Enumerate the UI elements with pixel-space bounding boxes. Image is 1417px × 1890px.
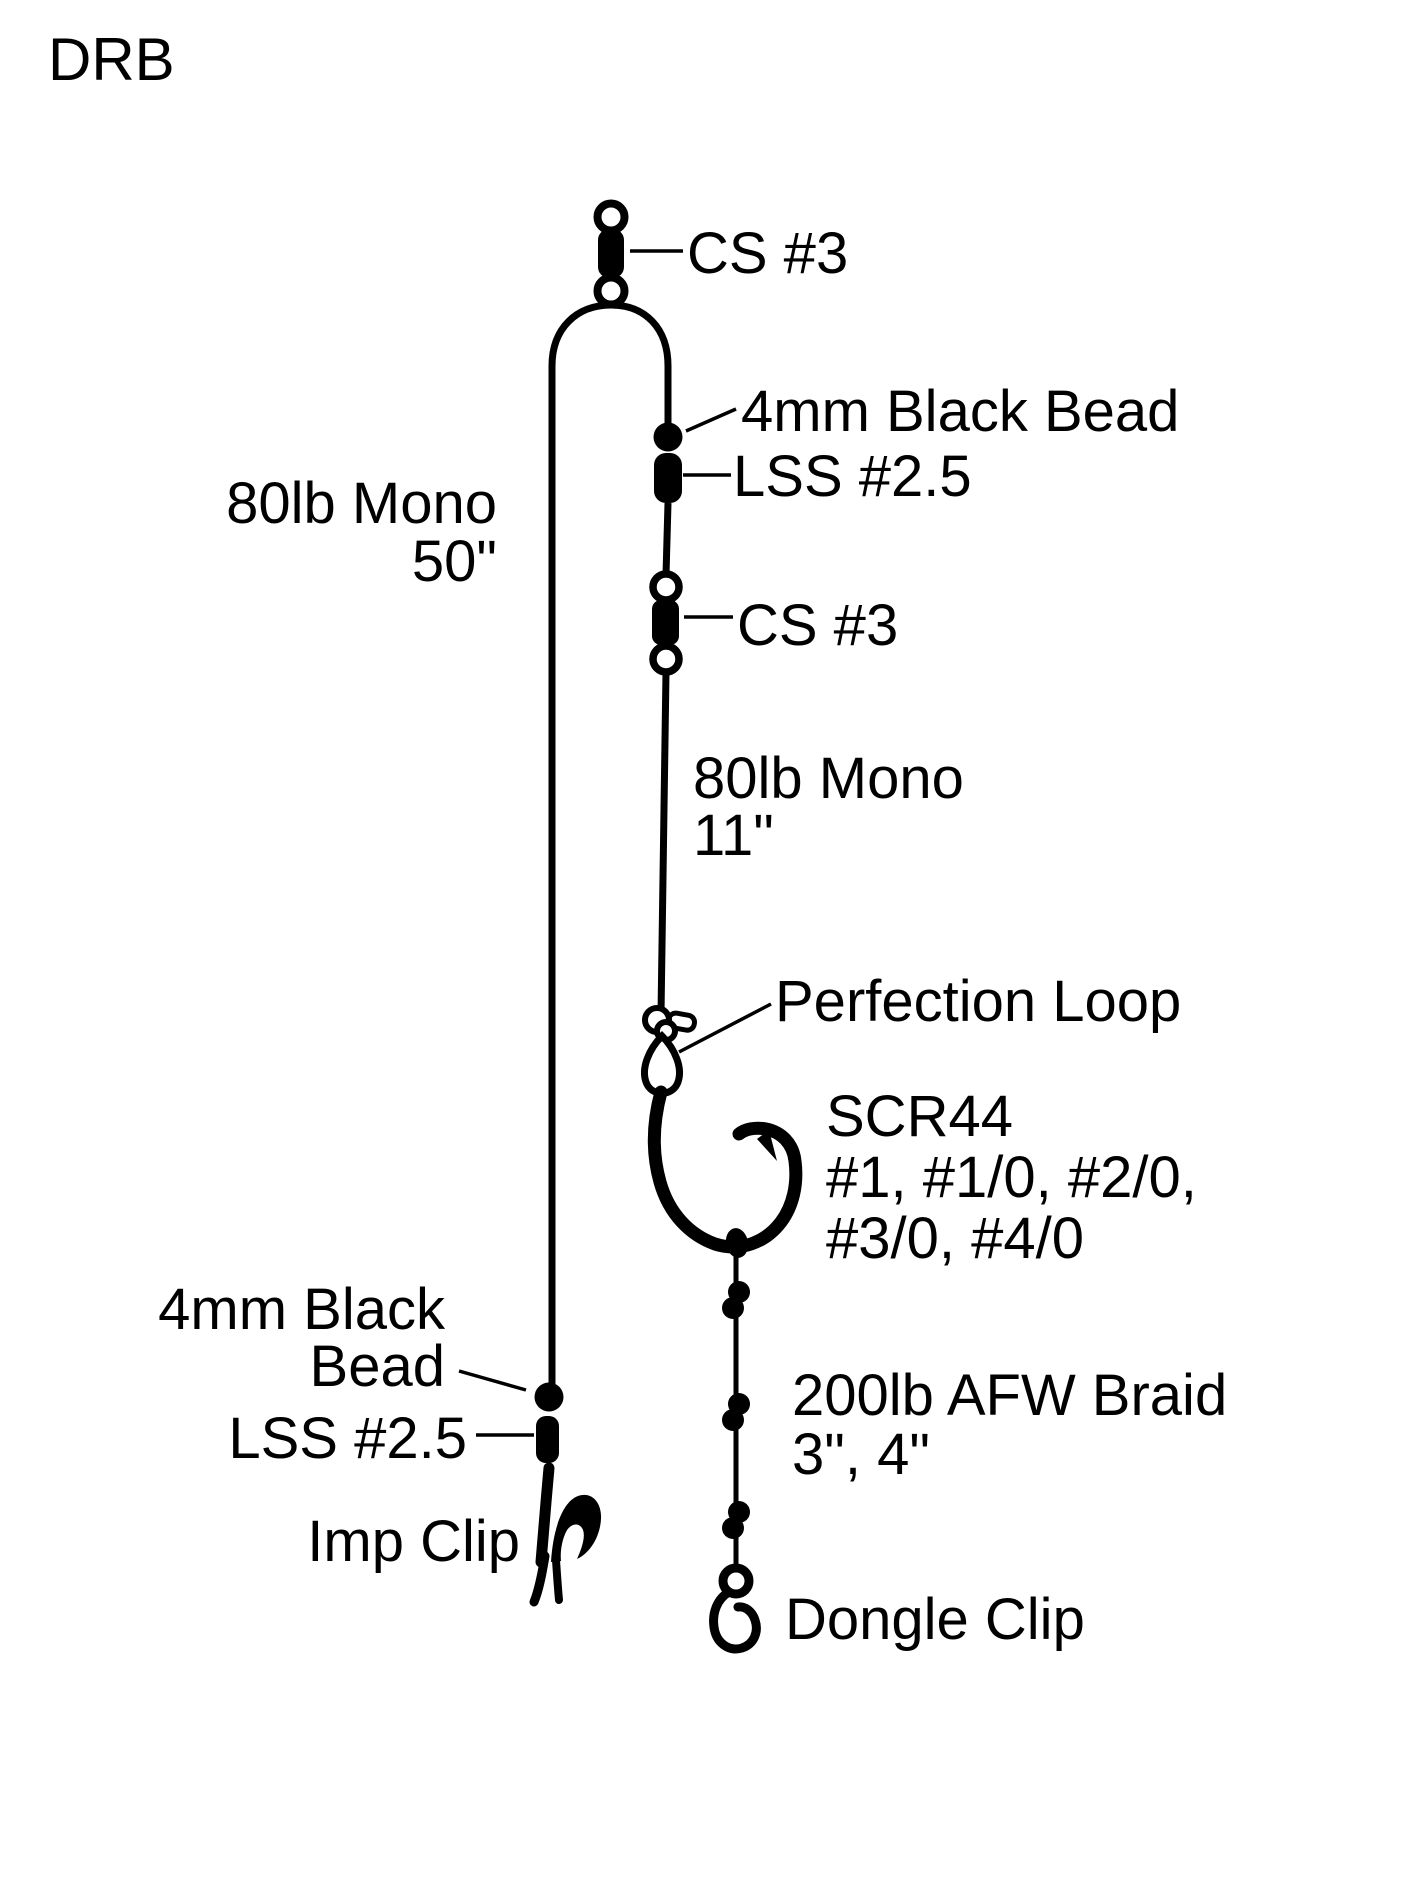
dropper-line-lower xyxy=(657,671,670,1015)
lower-bead-icon xyxy=(534,1382,564,1412)
hook-eye xyxy=(725,1228,749,1258)
hook-barb xyxy=(757,1130,777,1161)
braid-knot-3 xyxy=(722,1501,750,1539)
main-line xyxy=(548,301,672,1392)
label-top-swivel: CS #3 xyxy=(687,221,849,286)
label-braid: 200lb AFW Braid 3", 4" xyxy=(792,1366,1227,1484)
mid-swivel-icon xyxy=(649,570,683,676)
label-mid-swivel: CS #3 xyxy=(737,593,899,658)
label-dropper-line-2: 11" xyxy=(693,803,774,868)
dongle-clip-icon xyxy=(709,1563,761,1654)
label-perfection-loop: Perfection Loop xyxy=(775,969,1182,1034)
perfection-loop-knot-icon xyxy=(642,1005,697,1043)
label-hook: SCR44 #1, #1/0, #2/0, #3/0, #4/0 xyxy=(826,1086,1197,1269)
circle-hook-icon xyxy=(647,1085,803,1258)
label-main-line-1: 80lb Mono xyxy=(226,471,497,536)
pointer-upper-bead xyxy=(685,407,737,433)
label-braid-1: 200lb AFW Braid xyxy=(792,1363,1228,1428)
top-swivel-icon xyxy=(593,199,629,309)
label-lower-bead: 4mm Black Bead xyxy=(158,1277,445,1399)
label-main-line-2: 50" xyxy=(411,529,497,594)
label-upper-bead: 4mm Black Bead xyxy=(741,379,1180,444)
label-dropper-line-1: 80lb Mono xyxy=(693,746,964,811)
label-lower-snap: LSS #2.5 xyxy=(228,1406,467,1471)
page-title: DRB xyxy=(48,26,175,93)
braid-knot-2 xyxy=(722,1393,750,1431)
pointer-lower-bead xyxy=(458,1369,527,1392)
label-upper-snap: LSS #2.5 xyxy=(733,444,972,509)
label-hook-sizes-2: #3/0, #4/0 xyxy=(826,1206,1084,1271)
braid-knot-1 xyxy=(722,1281,750,1319)
label-braid-2: 3", 4" xyxy=(792,1422,930,1487)
label-lower-bead-1: 4mm Black xyxy=(158,1277,445,1342)
label-dongle-clip: Dongle Clip xyxy=(785,1587,1085,1652)
lower-snap-swivel-icon xyxy=(536,1416,559,1463)
dropper-line-upper xyxy=(662,502,672,576)
label-main-line: 80lb Mono 50" xyxy=(226,475,497,591)
label-hook-model: SCR44 xyxy=(826,1084,1013,1149)
upper-bead-icon xyxy=(653,422,683,452)
imp-clip-icon xyxy=(529,1462,602,1607)
upper-snap-swivel-icon xyxy=(654,453,682,503)
label-dropper-line: 80lb Mono 11" xyxy=(693,746,964,868)
perfection-loop-icon xyxy=(641,1031,683,1097)
label-lower-bead-2: Bead xyxy=(309,1334,445,1399)
label-hook-sizes-1: #1, #1/0, #2/0, xyxy=(826,1145,1197,1210)
pointer-perfection xyxy=(678,1002,772,1054)
label-imp-clip: Imp Clip xyxy=(307,1509,520,1574)
pointer-lines xyxy=(458,249,772,1437)
